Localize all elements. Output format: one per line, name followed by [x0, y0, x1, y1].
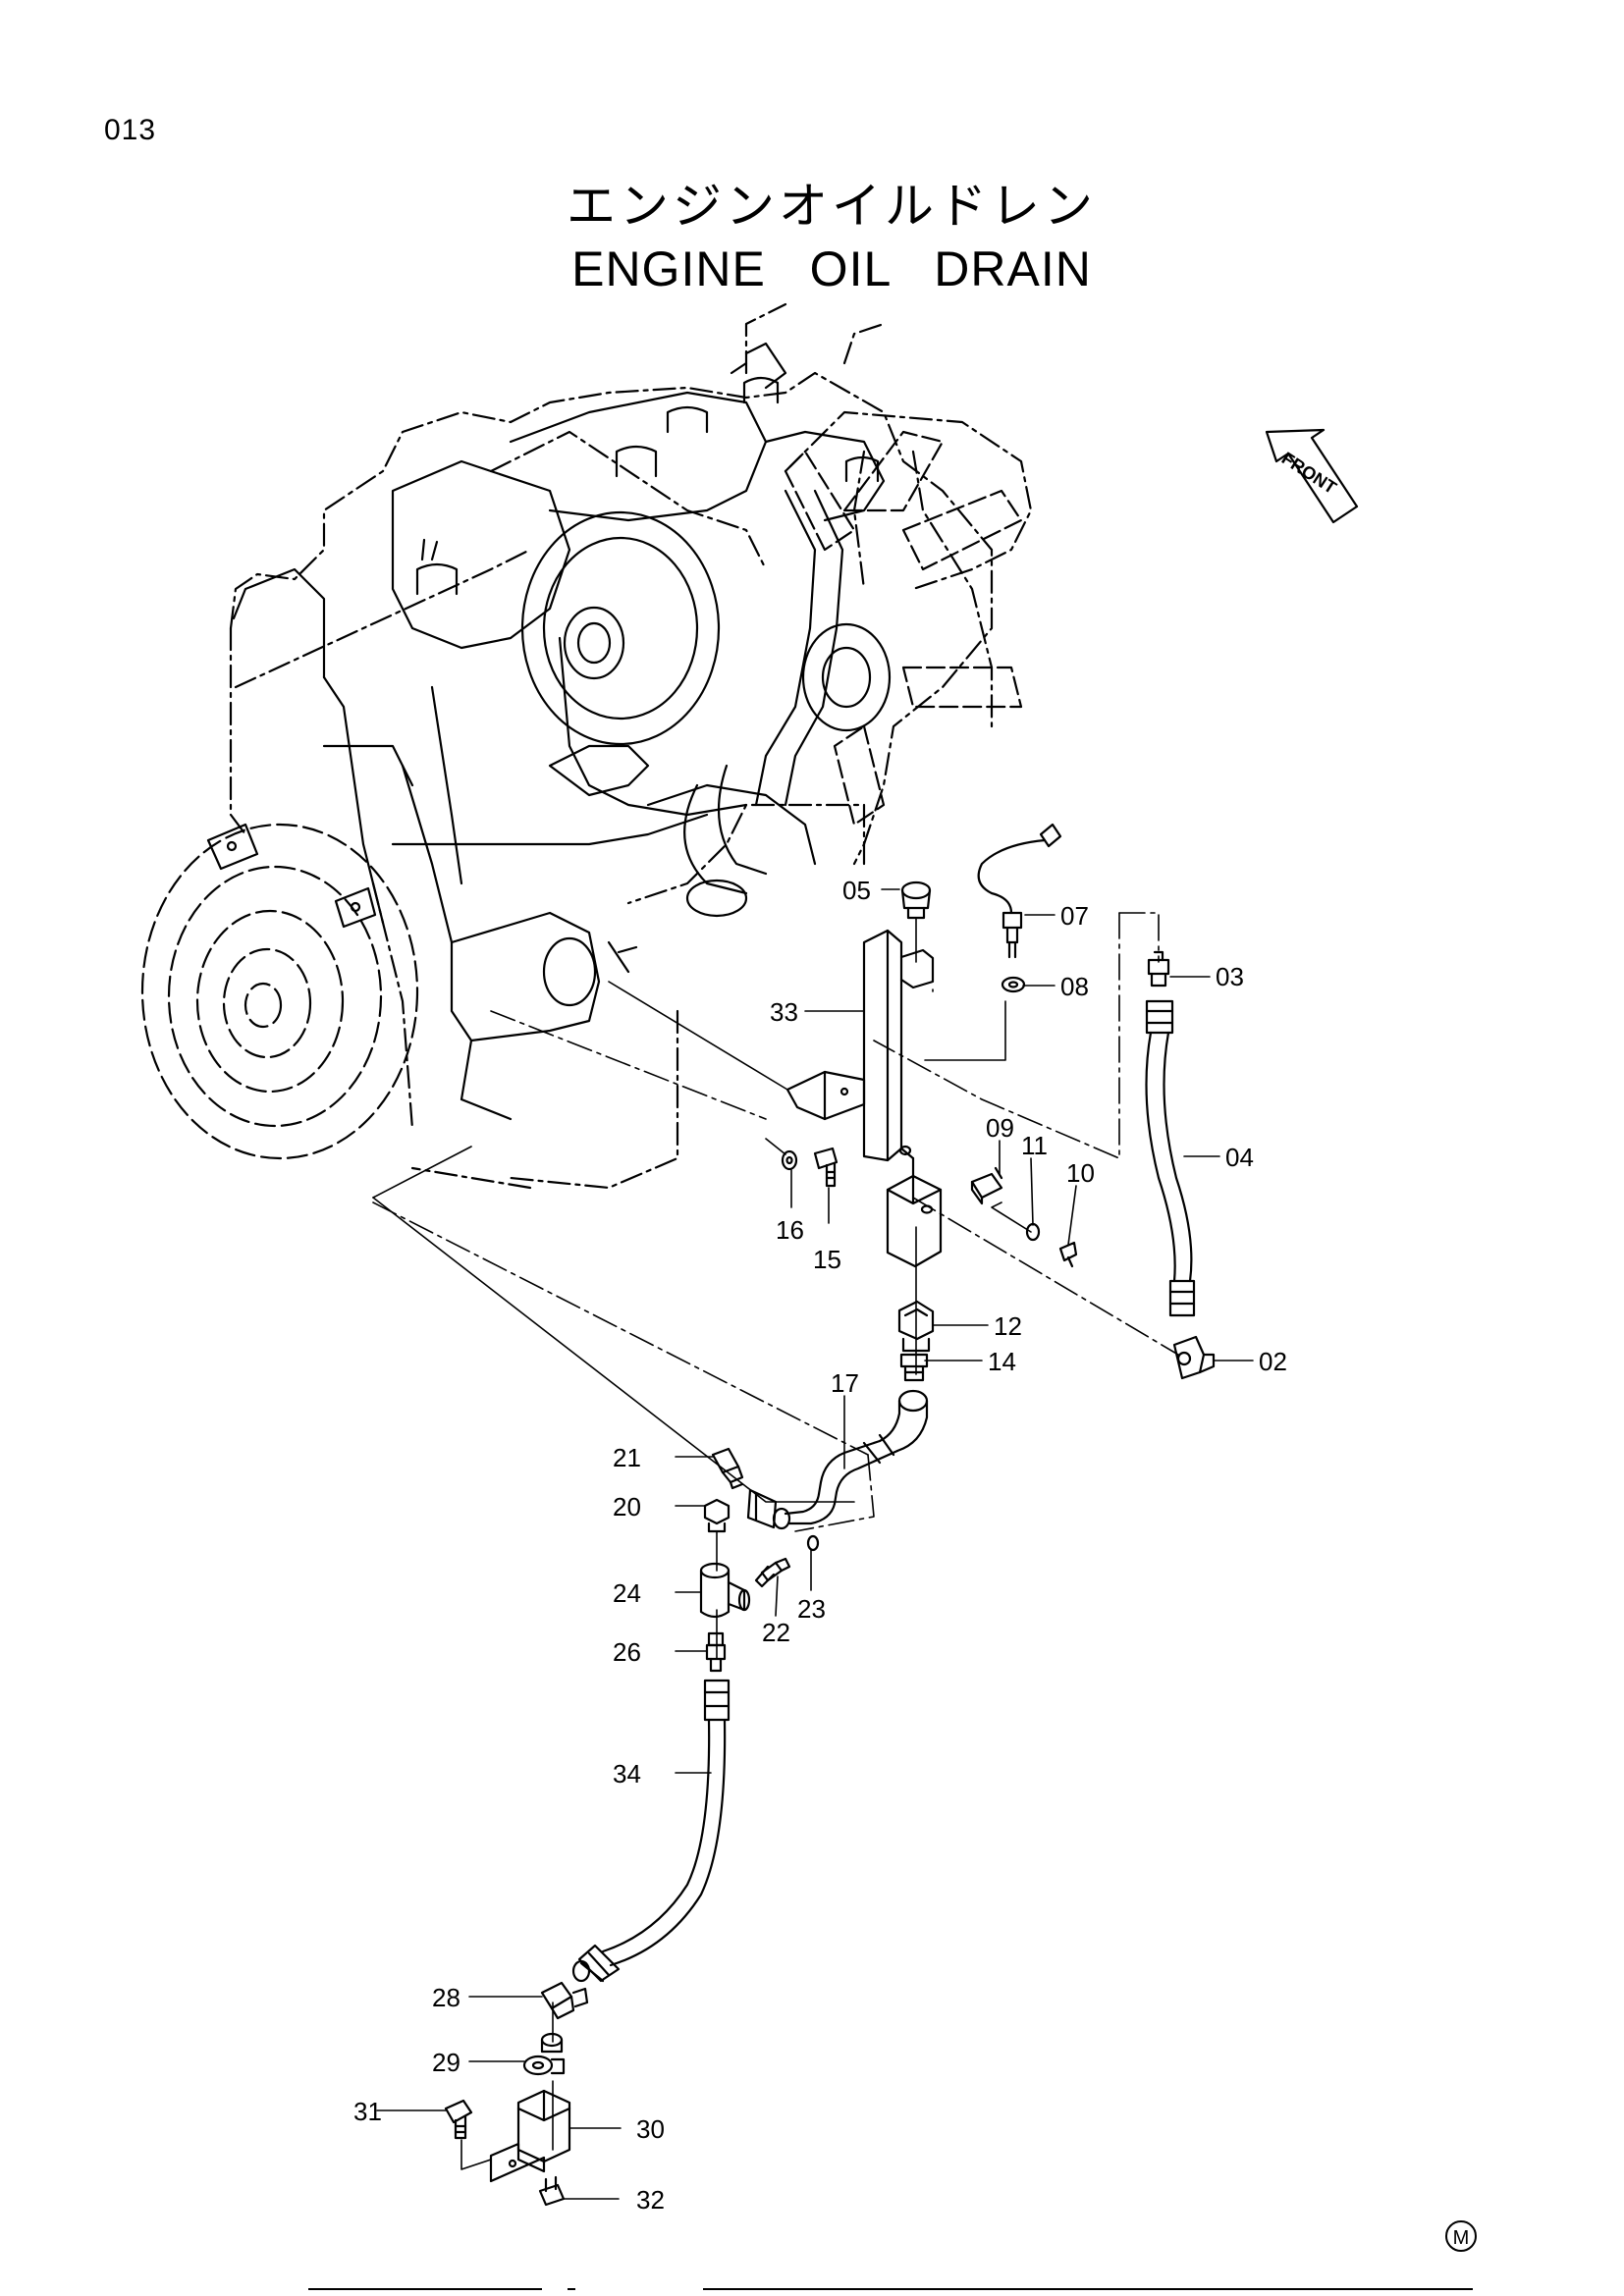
part-31-bolt — [444, 2099, 473, 2140]
cooling-fan — [784, 430, 1023, 827]
callout-10: 10 — [1066, 1158, 1095, 1188]
part-21-elbow — [711, 1447, 744, 1490]
callout-labels: 05 07 03 08 33 04 09 11 10 16 15 12 14 0… — [353, 876, 1287, 2215]
part-14-nipple — [899, 1353, 929, 1382]
callout-15: 15 — [813, 1245, 841, 1274]
part-11-washer — [1025, 1222, 1041, 1242]
part-15-bolt — [813, 1147, 839, 1188]
part-32-bolt — [538, 2175, 566, 2207]
part-07-sensor — [977, 823, 1062, 959]
callout-17: 17 — [831, 1368, 859, 1398]
callout-24: 24 — [613, 1578, 641, 1608]
front-pulleys — [520, 510, 892, 746]
part-10-screw — [1058, 1241, 1078, 1268]
front-label: FRONT — [1278, 449, 1340, 499]
callout-05: 05 — [842, 876, 871, 905]
page-number: 013 — [104, 114, 157, 146]
part-16-washer — [781, 1149, 798, 1171]
callout-leaders — [376, 888, 1254, 2200]
callout-08: 08 — [1060, 972, 1089, 1001]
callout-22: 22 — [762, 1618, 790, 1647]
maker-mark: M — [1445, 2220, 1477, 2252]
part-28-elbow — [540, 1981, 589, 2020]
part-33-bracket — [785, 929, 943, 1268]
part-09-clip — [970, 1166, 1003, 1205]
callout-21: 21 — [613, 1443, 641, 1472]
callout-14: 14 — [988, 1347, 1016, 1376]
assembly-leader-lines — [372, 912, 1179, 2170]
part-04-hose — [1145, 999, 1196, 1317]
injectors — [415, 342, 880, 596]
part-12-adapter — [897, 1300, 935, 1353]
callout-02: 02 — [1259, 1347, 1287, 1376]
part-29-banjo — [522, 2032, 566, 2076]
callout-07: 07 — [1060, 901, 1089, 931]
engine-block-outline — [232, 391, 886, 944]
intake-tube — [683, 489, 844, 918]
part-03-connector — [1147, 950, 1170, 988]
part-20-plug — [703, 1498, 731, 1533]
callout-16: 16 — [776, 1215, 804, 1245]
callout-12: 12 — [994, 1311, 1022, 1341]
callout-23: 23 — [797, 1594, 826, 1624]
page-title: エンジンオイルドレン ENGINE OIL DRAIN — [0, 175, 1624, 300]
callout-30: 30 — [636, 2114, 665, 2144]
part-26-nipple — [705, 1631, 727, 1673]
page-title-english: ENGINE OIL DRAIN — [571, 241, 1092, 296]
starter-motor — [450, 911, 638, 1121]
callout-28: 28 — [432, 1983, 460, 2012]
part-24-tee — [699, 1562, 751, 1619]
callout-31: 31 — [353, 2097, 382, 2126]
page-title-japanese: エンジンオイルドレン — [567, 178, 1097, 235]
front-arrow-icon — [1265, 428, 1359, 524]
part-05-plug — [900, 881, 932, 920]
callout-29: 29 — [432, 2048, 460, 2077]
part-02-elbow — [1172, 1335, 1216, 1380]
part-30-bracket — [489, 2089, 571, 2183]
flywheel-mounts — [206, 823, 377, 929]
part-34-hose — [571, 1679, 731, 1983]
callout-09: 09 — [986, 1113, 1014, 1143]
callout-20: 20 — [613, 1492, 641, 1522]
callout-04: 04 — [1225, 1143, 1254, 1172]
callout-33: 33 — [770, 997, 798, 1027]
callout-32: 32 — [636, 2185, 665, 2215]
maker-mark-letter: M — [1453, 2227, 1470, 2249]
callout-26: 26 — [613, 1637, 641, 1667]
callout-03: 03 — [1216, 962, 1244, 991]
part-08-washer — [1001, 976, 1026, 993]
part-23-o-ring — [806, 1534, 820, 1552]
callout-11: 11 — [1021, 1131, 1048, 1160]
callout-34: 34 — [613, 1759, 641, 1789]
part-22-nipple — [754, 1557, 791, 1588]
flywheel-housing — [140, 823, 419, 1160]
part-17-pipe — [746, 1389, 929, 1530]
